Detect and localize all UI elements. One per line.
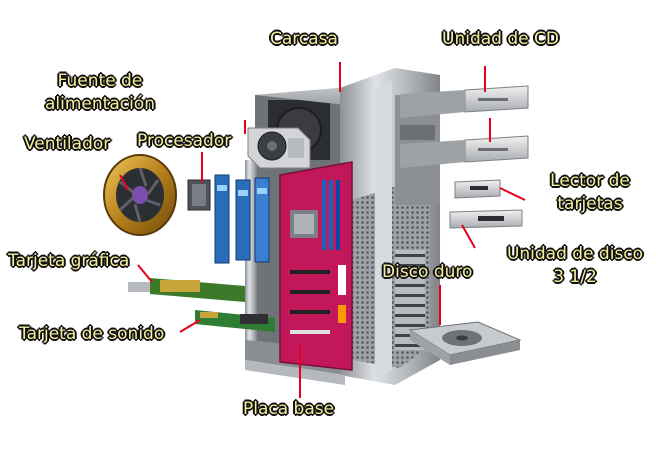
cd-drive-1 <box>400 85 529 118</box>
label-procesador: Procesador <box>137 131 232 151</box>
leader-tarjeta-grafica <box>137 264 153 283</box>
leader-lines <box>119 62 526 398</box>
leader-unidad-disco <box>461 224 476 249</box>
label-unidad-cd: Unidad de CD <box>442 29 559 49</box>
label-placa-base: Placa base <box>243 399 335 419</box>
label-unidad-disco-line1: Unidad de disco <box>506 244 644 264</box>
memory-modules <box>214 174 270 264</box>
label-lector-line1: Lector de <box>550 171 630 191</box>
label-disco-duro: Disco duro <box>382 262 473 282</box>
label-fuente-line1: Fuente de <box>57 71 143 91</box>
power-supply <box>247 127 311 169</box>
motherboard <box>279 161 353 371</box>
label-ventilador: Ventilador <box>24 134 111 154</box>
processor-chip <box>187 179 211 211</box>
label-carcasa: Carcasa <box>270 29 338 49</box>
card-reader-device <box>454 179 501 199</box>
floppy-drive-device <box>449 209 523 229</box>
label-fuente-line2: alimentación <box>45 94 155 114</box>
sound-card <box>195 310 275 332</box>
label-tarjeta-sonido: Tarjeta de sonido <box>19 324 165 344</box>
leader-lector <box>499 187 526 201</box>
leader-tarjeta-sonido <box>179 319 201 333</box>
leader-ventilador <box>119 174 129 191</box>
cpu-fan <box>103 154 177 236</box>
label-unidad-disco-line2: 3 1/2 <box>553 267 597 287</box>
label-lector-line2: tarjetas <box>557 194 623 214</box>
hard-disk-device <box>408 321 522 365</box>
graphics-card <box>128 278 245 302</box>
cd-drive-2 <box>400 135 529 168</box>
label-tarjeta-grafica: Tarjeta gráfica <box>8 251 130 271</box>
